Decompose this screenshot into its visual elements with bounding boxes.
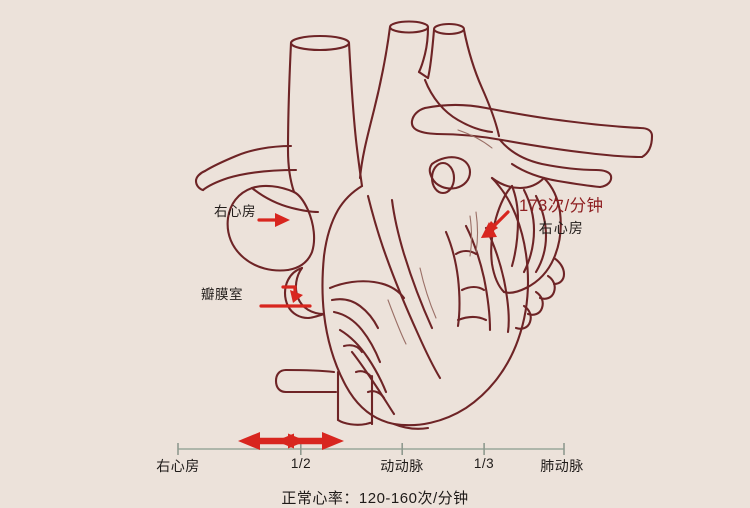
lv-fold-4 bbox=[454, 249, 478, 256]
lv-fold-6 bbox=[456, 315, 488, 322]
hairline-2 bbox=[469, 215, 473, 257]
aorta-right-wall bbox=[462, 28, 501, 138]
svc-branch-upper bbox=[203, 144, 293, 173]
annotation-label-valve-chamber: 瓣膜室 bbox=[201, 287, 243, 302]
heart-apex-edge bbox=[392, 422, 430, 430]
svc-right-wall bbox=[347, 41, 364, 188]
aorta-branch1-opening bbox=[388, 20, 430, 34]
aorta-branch2-opening bbox=[432, 22, 466, 36]
ra-crest-1 bbox=[510, 184, 520, 268]
pulmonary-artery-cap bbox=[638, 126, 654, 159]
rv-fold-1 bbox=[328, 280, 406, 300]
ra-scallop-4 bbox=[514, 304, 532, 330]
aortic-valve-opening bbox=[428, 156, 472, 190]
left-auricle-outer bbox=[226, 184, 296, 272]
left-auricle-inner bbox=[286, 190, 316, 272]
left-auricle-crease bbox=[250, 186, 320, 214]
pulmonary-artery-top bbox=[423, 103, 642, 130]
rv-fold-3 bbox=[332, 310, 382, 364]
ra-lower-edge bbox=[502, 286, 528, 294]
rv-fold-6 bbox=[342, 344, 364, 354]
scale-label-one-third: 1/3 bbox=[473, 456, 495, 471]
scale-label-pulmonary-artery: 肺动脉 bbox=[540, 458, 584, 474]
interior-hairlines bbox=[387, 129, 493, 345]
pulmonary-artery-left-join bbox=[410, 106, 439, 136]
annotation-arrows bbox=[257, 210, 510, 308]
scale-label-one-half: 1/2 bbox=[290, 456, 312, 471]
svc-branch-lower bbox=[201, 168, 298, 192]
rv-fold-4 bbox=[338, 328, 388, 394]
rv-fold-5 bbox=[350, 350, 396, 416]
ra-crest-2 bbox=[522, 188, 536, 274]
ivc-bottom bbox=[336, 418, 374, 426]
svc-opening bbox=[289, 34, 351, 52]
hairline-5 bbox=[457, 129, 493, 149]
svc-branch-cap bbox=[194, 169, 207, 192]
down-left-arrow-icon bbox=[481, 210, 510, 238]
scale-label-artery: 动动脉 bbox=[380, 458, 424, 474]
aorta-branch1-right bbox=[417, 25, 430, 74]
right-pulmonary-branch-bottom bbox=[510, 162, 602, 189]
aortic-root-inner bbox=[430, 161, 456, 195]
right-pulmonary-branch-cap bbox=[594, 168, 613, 189]
normal-heart-rate-note: 正常心率：120-160次/分钟 bbox=[281, 490, 469, 507]
rv-fold-8 bbox=[366, 390, 386, 400]
anterior-interventricular-groove bbox=[366, 194, 442, 380]
hairline-1 bbox=[475, 211, 479, 253]
descending-vessel-cap bbox=[274, 368, 288, 394]
septum-line-2 bbox=[390, 198, 434, 330]
heart-rate-callout-chamber: 右心房 bbox=[538, 219, 584, 236]
right-arrow-icon bbox=[257, 213, 290, 227]
ra-crest-3 bbox=[534, 194, 548, 274]
hairline-4 bbox=[387, 299, 407, 345]
heart-rate-value: 173次/分钟 bbox=[519, 197, 604, 215]
bent-right-arrow-icon bbox=[259, 285, 312, 308]
ra-scallop-1 bbox=[552, 256, 566, 286]
ra-top-edge bbox=[490, 176, 546, 190]
aorta-branch2-left bbox=[426, 28, 436, 80]
pulmonary-artery-bottom bbox=[435, 132, 644, 159]
double-headed-arrow-range bbox=[238, 432, 344, 450]
heart-rate-scale: 右心房 1/2 动动脉 1/3 肺动脉 bbox=[156, 430, 583, 500]
scale-axis bbox=[177, 432, 565, 455]
ra-scallop-3 bbox=[526, 290, 544, 316]
right-pulmonary-branch-top bbox=[498, 138, 598, 172]
aorta-arch-inner bbox=[423, 78, 494, 134]
ra-outer-right bbox=[524, 176, 562, 290]
lv-fold-1 bbox=[444, 230, 461, 328]
heart-rate-callout: 173次/分钟 右心房 bbox=[519, 196, 603, 237]
lv-fold-5 bbox=[460, 285, 486, 292]
scale-label-right-atrium: 右心房 bbox=[156, 458, 200, 474]
annotation-label-right-atrium: 右心房 bbox=[214, 204, 256, 219]
heart-outer-silhouette bbox=[321, 176, 529, 427]
aorta-branch-cleft bbox=[417, 70, 430, 80]
ra-scallop-2 bbox=[538, 274, 556, 300]
rv-fold-2 bbox=[330, 298, 380, 330]
lv-fold-2 bbox=[464, 224, 492, 332]
ra-inner-left bbox=[490, 184, 514, 294]
aorta-left-wall bbox=[358, 25, 392, 180]
descending-vessel-top bbox=[284, 368, 336, 374]
rv-fold-7 bbox=[354, 370, 374, 380]
hairline-3 bbox=[419, 267, 437, 319]
